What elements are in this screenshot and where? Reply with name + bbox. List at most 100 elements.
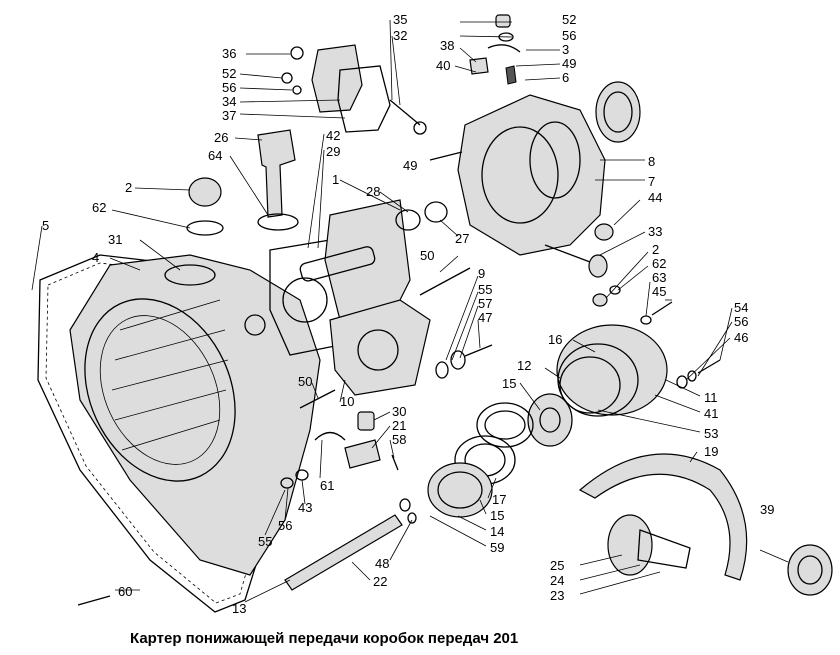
label-41: 41 <box>704 406 718 421</box>
label-21: 21 <box>392 418 406 433</box>
label-23: 23 <box>550 588 564 603</box>
label-27: 27 <box>455 231 469 246</box>
label-38: 38 <box>440 38 454 53</box>
part-4-housing <box>69 254 321 576</box>
part-47-bolt-washers <box>435 344 493 379</box>
label-32: 32 <box>393 28 407 43</box>
label-55-right: 55 <box>478 282 492 297</box>
part-46-bolt <box>676 359 721 389</box>
label-6: 6 <box>562 70 569 85</box>
leader-lines <box>31 19 733 603</box>
part-8-rear-housing <box>457 81 641 256</box>
part-50-stud-upper <box>419 267 471 296</box>
label-5: 5 <box>42 218 49 233</box>
part-33-gear-shaft <box>544 244 608 278</box>
part-19-shoe <box>578 453 748 581</box>
label-19: 19 <box>704 444 718 459</box>
label-2-right: 2 <box>652 242 659 257</box>
part-25-gear-shaft <box>607 514 691 576</box>
label-37: 37 <box>222 108 236 123</box>
label-31: 31 <box>108 232 122 247</box>
label-40: 40 <box>436 58 450 73</box>
label-17: 17 <box>492 492 506 507</box>
part-12-discs <box>476 393 573 448</box>
part-2-plug <box>186 177 224 236</box>
part-26-bolt <box>257 129 299 231</box>
label-34: 34 <box>222 94 236 109</box>
part-49-pin <box>429 151 463 161</box>
label-59: 59 <box>490 540 504 555</box>
part-17-rings <box>427 435 516 518</box>
part-10-cover-plate <box>329 299 431 396</box>
part-44-bushing <box>594 223 614 241</box>
label-14: 14 <box>490 524 504 539</box>
label-55-left: 55 <box>258 534 272 549</box>
label-53: 53 <box>704 426 718 441</box>
label-42: 42 <box>326 128 340 143</box>
label-7: 7 <box>648 174 655 189</box>
label-30: 30 <box>392 404 406 419</box>
part-13-shaft <box>284 498 417 591</box>
label-44: 44 <box>648 190 662 205</box>
part-61-washers <box>280 431 346 489</box>
part-34-cover <box>281 44 427 135</box>
label-36: 36 <box>222 46 236 61</box>
label-50-lower: 50 <box>298 374 312 389</box>
label-46: 46 <box>734 330 748 345</box>
label-57: 57 <box>478 296 492 311</box>
label-16: 16 <box>548 332 562 347</box>
label-39: 39 <box>760 502 774 517</box>
label-58: 58 <box>392 432 406 447</box>
label-62-left: 62 <box>92 200 106 215</box>
label-49-right: 49 <box>562 56 576 71</box>
part-50-stud-lower <box>299 389 336 409</box>
label-9: 9 <box>478 266 485 281</box>
label-49-left: 49 <box>403 158 417 173</box>
label-64: 64 <box>208 148 222 163</box>
label-61: 61 <box>320 478 334 493</box>
label-56-right-bottom: 56 <box>734 314 748 329</box>
part-30-plunger <box>344 411 399 471</box>
label-13: 13 <box>232 601 246 616</box>
label-22: 22 <box>373 574 387 589</box>
label-25: 25 <box>550 558 564 573</box>
part-39-bushing <box>759 544 833 596</box>
label-54: 54 <box>734 300 748 315</box>
part-16-clutch-housing <box>556 324 668 417</box>
label-15-upper: 15 <box>502 376 516 391</box>
label-63: 63 <box>652 270 666 285</box>
label-8: 8 <box>648 154 655 169</box>
part-38-breather <box>469 14 521 85</box>
label-28: 28 <box>366 184 380 199</box>
label-29: 29 <box>326 144 340 159</box>
callout-labels: 36 52 56 34 37 35 32 26 64 42 29 2 62 5 … <box>42 12 774 616</box>
label-4: 4 <box>92 250 99 265</box>
label-24: 24 <box>550 573 564 588</box>
diagram-caption: Картер понижающей передачи коробок перед… <box>130 630 518 647</box>
label-15-lower: 15 <box>490 508 504 523</box>
part-60-stud <box>77 595 111 606</box>
label-62-right: 62 <box>652 256 666 271</box>
label-3: 3 <box>562 42 569 57</box>
label-26: 26 <box>214 130 228 145</box>
label-10: 10 <box>340 394 354 409</box>
label-33: 33 <box>648 224 662 239</box>
label-11: 11 <box>704 390 718 405</box>
label-60: 60 <box>118 584 132 599</box>
label-45: 45 <box>652 284 666 299</box>
label-52-right: 52 <box>562 12 576 27</box>
label-2-left: 2 <box>125 180 132 195</box>
label-35: 35 <box>393 12 407 27</box>
label-52-left: 52 <box>222 66 236 81</box>
label-56-right-top: 56 <box>562 28 576 43</box>
label-50-upper: 50 <box>420 248 434 263</box>
label-48: 48 <box>375 556 389 571</box>
part-28-ring <box>395 201 448 231</box>
label-56-left-top: 56 <box>222 80 236 95</box>
label-56-left-bottom: 56 <box>278 518 292 533</box>
label-43: 43 <box>298 500 312 515</box>
label-1: 1 <box>332 172 339 187</box>
part-31-ring <box>164 264 216 286</box>
